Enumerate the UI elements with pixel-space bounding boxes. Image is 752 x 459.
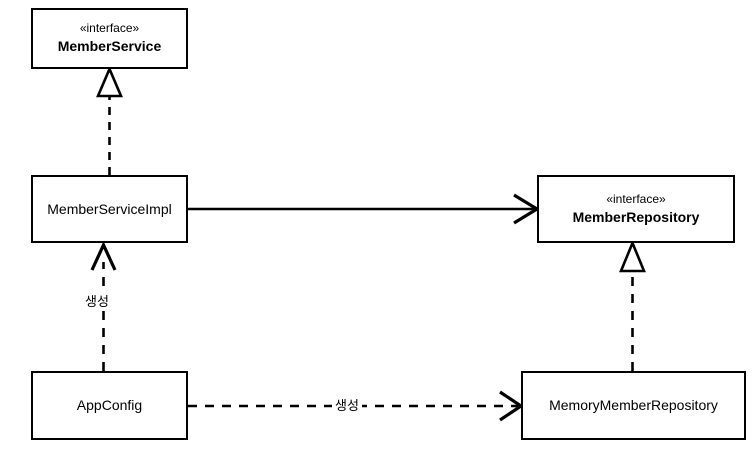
class-name-label: MemoryMemberRepository — [549, 397, 718, 414]
class-name-label: MemberRepository — [572, 208, 700, 225]
edge-appconfig-creates-impl — [90, 241, 117, 371]
edge-memory-realizes-repository — [619, 239, 646, 371]
class-box-member-service[interactable]: «interface» MemberService — [31, 8, 188, 69]
stereotype-label: «interface» — [79, 21, 140, 36]
class-name-label: AppConfig — [76, 397, 143, 414]
class-box-member-repository[interactable]: «interface» MemberRepository — [537, 175, 735, 243]
class-name-label: MemberServiceImpl — [47, 200, 172, 217]
class-box-member-service-impl[interactable]: MemberServiceImpl — [31, 175, 188, 243]
stereotype-label: «interface» — [606, 191, 666, 206]
edge-label-appconfig-creates-memory-repository: 생성 — [332, 398, 362, 413]
open-arrowhead-icon — [90, 241, 117, 271]
hollow-triangle-arrowhead-icon — [619, 239, 646, 273]
edge-impl-realizes-service — [96, 65, 123, 175]
hollow-triangle-arrowhead-icon — [96, 65, 123, 98]
edge-impl-uses-repository — [188, 193, 541, 225]
edge-label-appconfig-creates-impl: 생성 — [82, 294, 112, 309]
class-box-app-config[interactable]: AppConfig — [31, 371, 188, 440]
class-box-memory-member-repository[interactable]: MemoryMemberRepository — [521, 371, 746, 440]
class-name-label: MemberService — [57, 38, 162, 55]
